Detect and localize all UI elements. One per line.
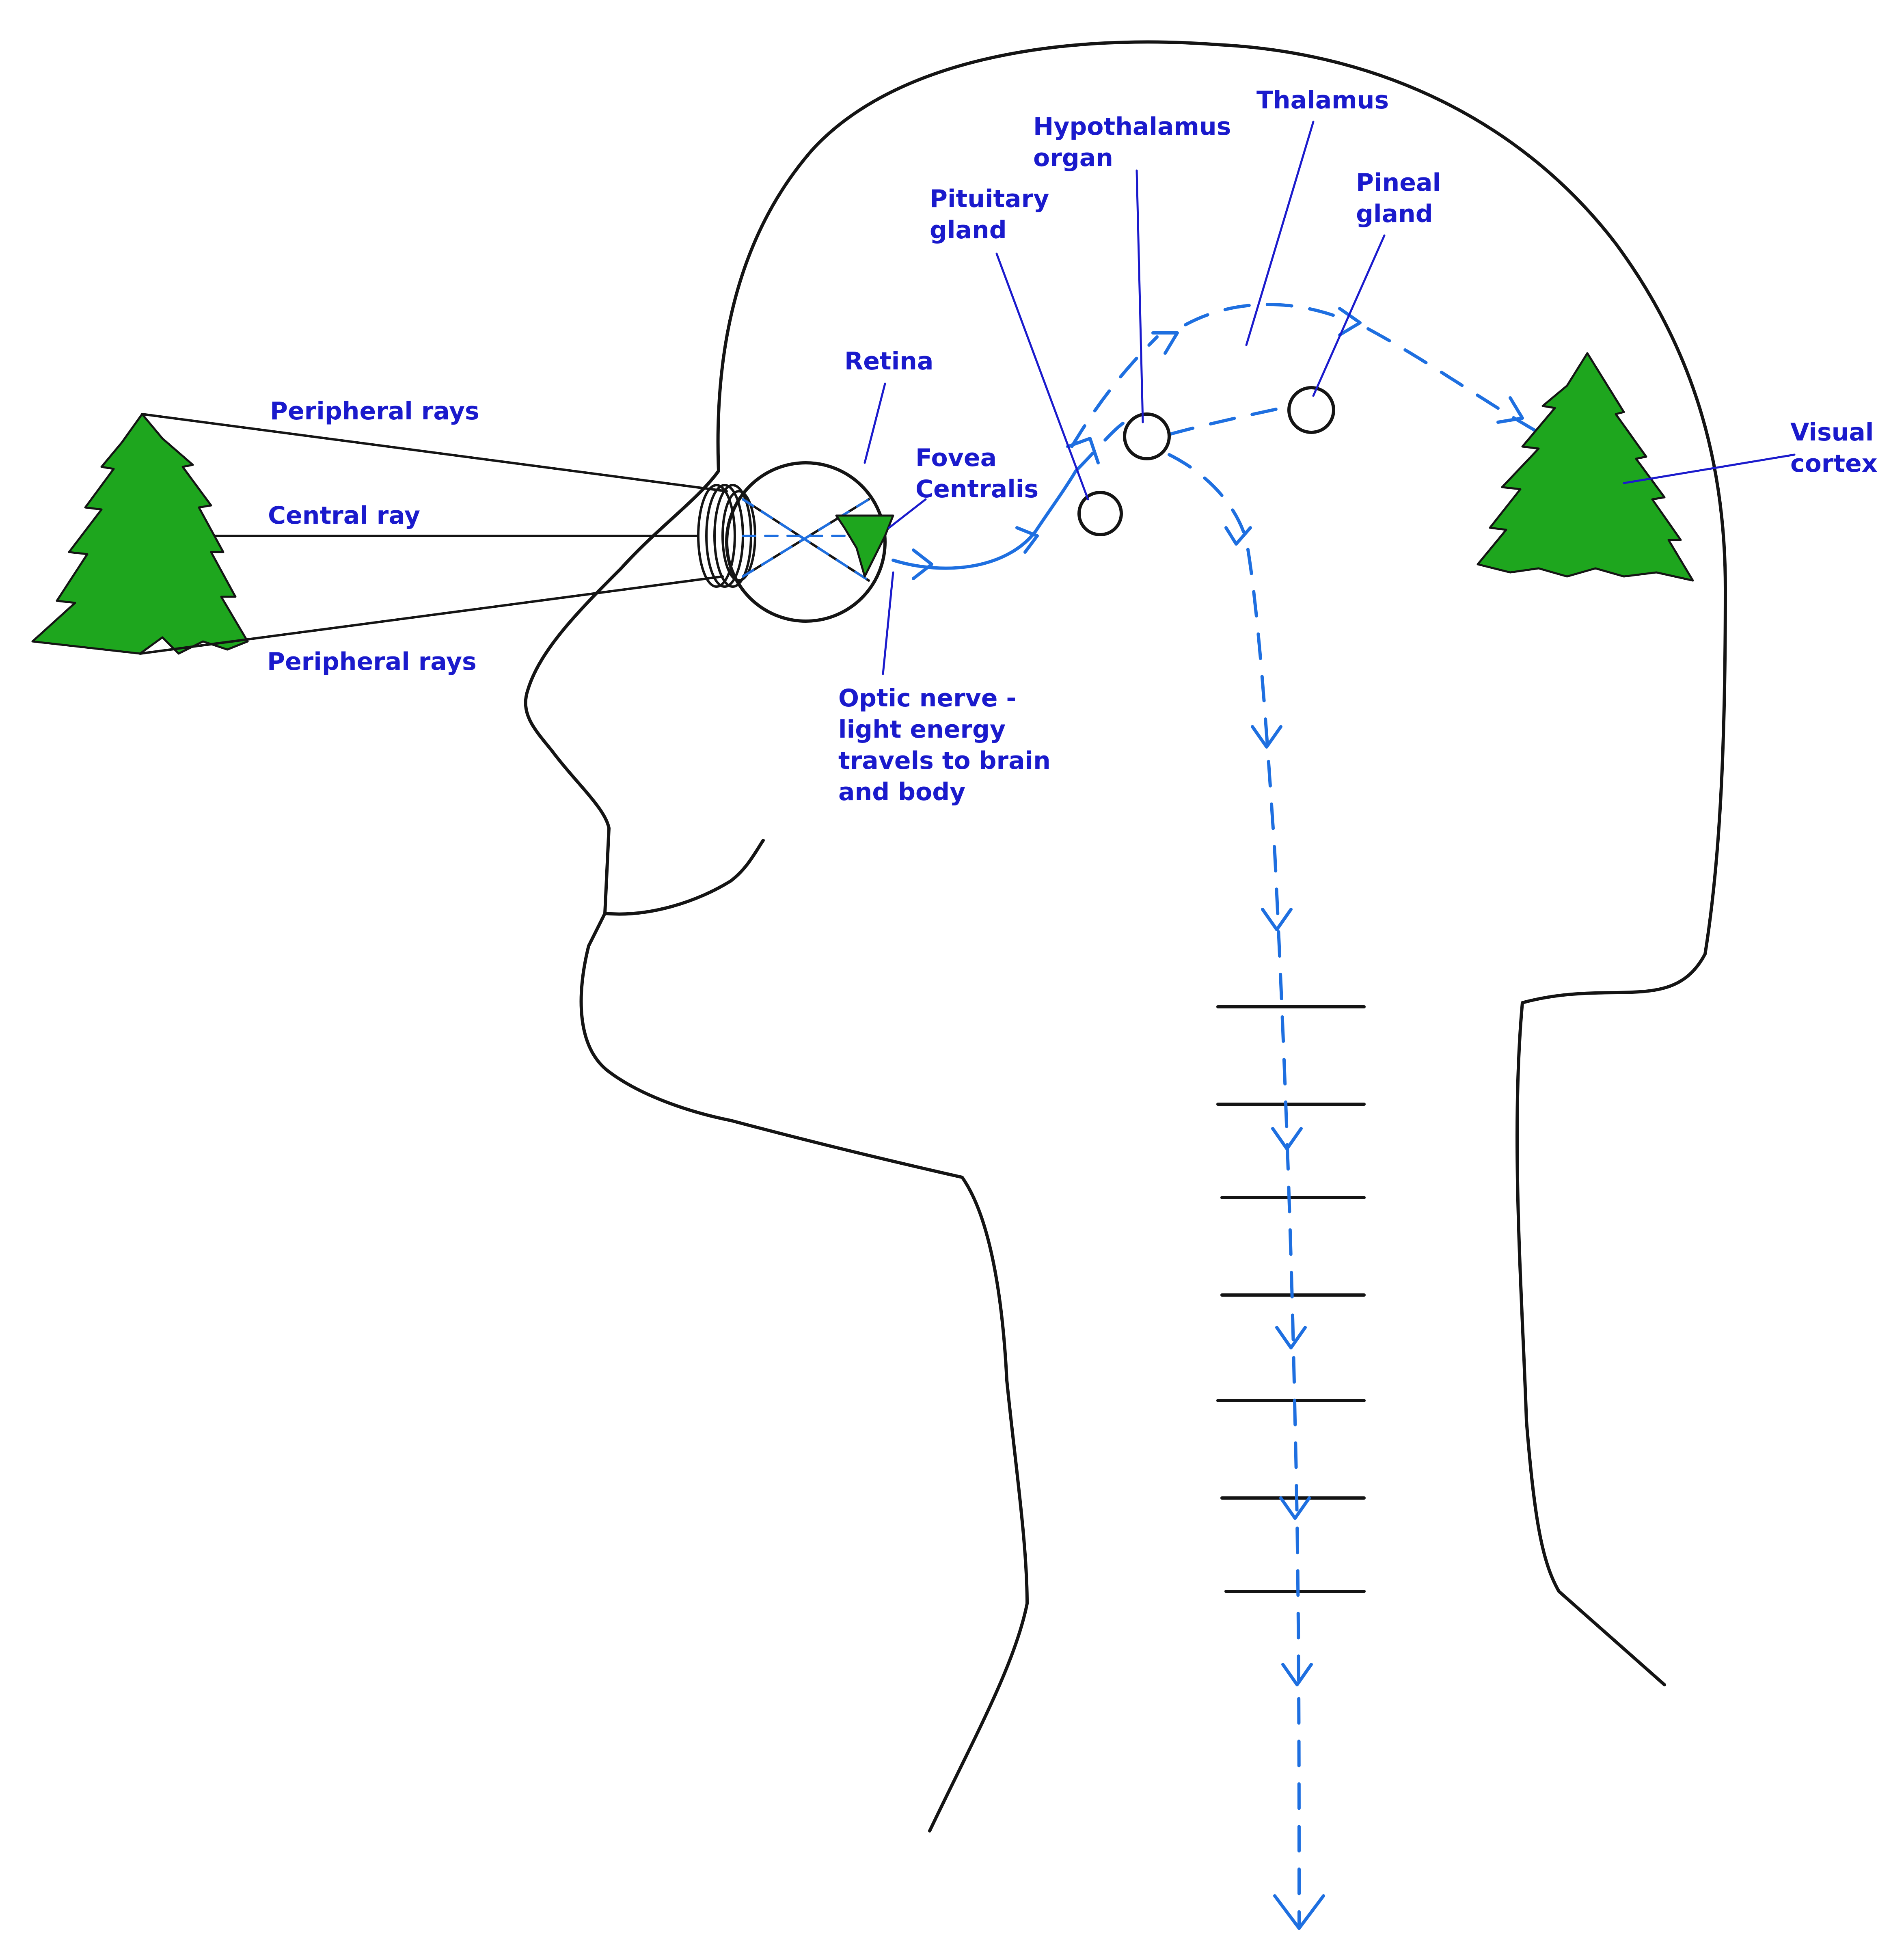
label-optic-line: travels to brain <box>838 747 1051 775</box>
label-fovea-line: Centralis <box>915 475 1038 503</box>
tree-icon <box>31 413 249 655</box>
arrow-icon <box>1251 725 1282 749</box>
flow-across-thalamus <box>1184 303 1349 326</box>
arrow-icon <box>1261 908 1293 931</box>
label-thalamus: Thalamus <box>1256 86 1389 114</box>
label-central-ray: Central ray <box>268 501 420 530</box>
arrow-icon <box>1281 1663 1313 1686</box>
label-visual-line: cortex <box>1790 449 1877 478</box>
leader-hypothalamus <box>1135 169 1144 423</box>
arrow-icon <box>1496 396 1524 424</box>
leader-pituitary <box>995 253 1089 501</box>
arrow-icon <box>1338 307 1362 337</box>
mouth-line <box>603 839 765 916</box>
spine-vertebrae <box>1216 1005 1366 1593</box>
pineal-gland <box>1287 386 1335 434</box>
label-pituitary-gland: Pituitary gland <box>930 185 1058 244</box>
label-pineal-gland: Pineal gland <box>1356 168 1449 228</box>
arrow-icon <box>1015 526 1039 554</box>
label-retina: Retina <box>844 347 933 376</box>
flow-hypothalamus-to-pineal <box>1168 404 1293 436</box>
leader-pineal <box>1312 234 1386 397</box>
label-pineal-line: Pineal <box>1356 168 1441 197</box>
peripheral-ray-bottom <box>139 575 724 655</box>
label-pituitary-line: gland <box>930 216 1007 244</box>
label-visual-cortex: Visual cortex <box>1790 418 1882 478</box>
label-fovea-centralis: Fovea Centralis <box>915 444 1038 503</box>
label-hypothalamus-line: Hypothalamus <box>1033 112 1231 141</box>
arrow-icon <box>1273 1894 1325 1930</box>
light-path-inside-eye-2 <box>742 498 870 578</box>
label-fovea-line: Fovea <box>915 444 997 472</box>
arrow-icon <box>1151 331 1179 355</box>
label-hypothalamus-line: organ <box>1033 144 1113 172</box>
eyeball <box>725 461 887 623</box>
leader-retina <box>863 382 886 464</box>
flow-to-visual-cortex <box>1366 327 1617 477</box>
lens-curve-1 <box>697 484 736 588</box>
pituitary-gland <box>1077 491 1123 536</box>
label-visual-line: Visual <box>1790 418 1874 447</box>
flow-up-to-thalamus <box>1070 335 1159 448</box>
leader-visual-cortex <box>1623 453 1796 484</box>
arrow-icon <box>1275 1326 1307 1349</box>
label-hypothalamus-organ: Hypothalamus organ <box>1033 112 1239 172</box>
head-outline <box>716 40 1727 1686</box>
tree-icon <box>1477 352 1694 582</box>
eye <box>697 461 887 623</box>
leader-fovea <box>888 498 927 529</box>
label-optic-nerve: Optic nerve - light energy travels to br… <box>838 684 1059 806</box>
hypothalamus-organ <box>1123 412 1171 460</box>
flow-to-hypothalamus <box>1074 421 1126 473</box>
label-optic-line: Optic nerve - <box>838 684 1016 712</box>
optic-nerve-path <box>892 469 1077 570</box>
peripheral-ray-top <box>141 413 728 492</box>
inverted-tree-icon <box>835 514 894 578</box>
arrow-icon <box>912 548 933 580</box>
leader-optic-nerve <box>882 571 894 675</box>
label-peripheral-rays-top: Peripheral rays <box>270 397 479 425</box>
label-pituitary-line: Pituitary <box>930 185 1049 213</box>
arrow-icon <box>1279 1496 1311 1520</box>
label-optic-line: and body <box>838 778 965 806</box>
face-profile <box>524 469 1029 1833</box>
label-optic-line: light energy <box>838 715 1006 744</box>
flow-down-spine <box>1168 453 1301 1930</box>
leader-thalamus <box>1245 121 1315 346</box>
label-peripheral-rays-bottom: Peripheral rays <box>267 648 477 676</box>
arrow-icon <box>1224 526 1252 546</box>
light-path-inside-eye-1 <box>742 498 870 582</box>
arrow-icon <box>1271 1127 1303 1150</box>
label-pineal-line: gland <box>1356 200 1433 228</box>
